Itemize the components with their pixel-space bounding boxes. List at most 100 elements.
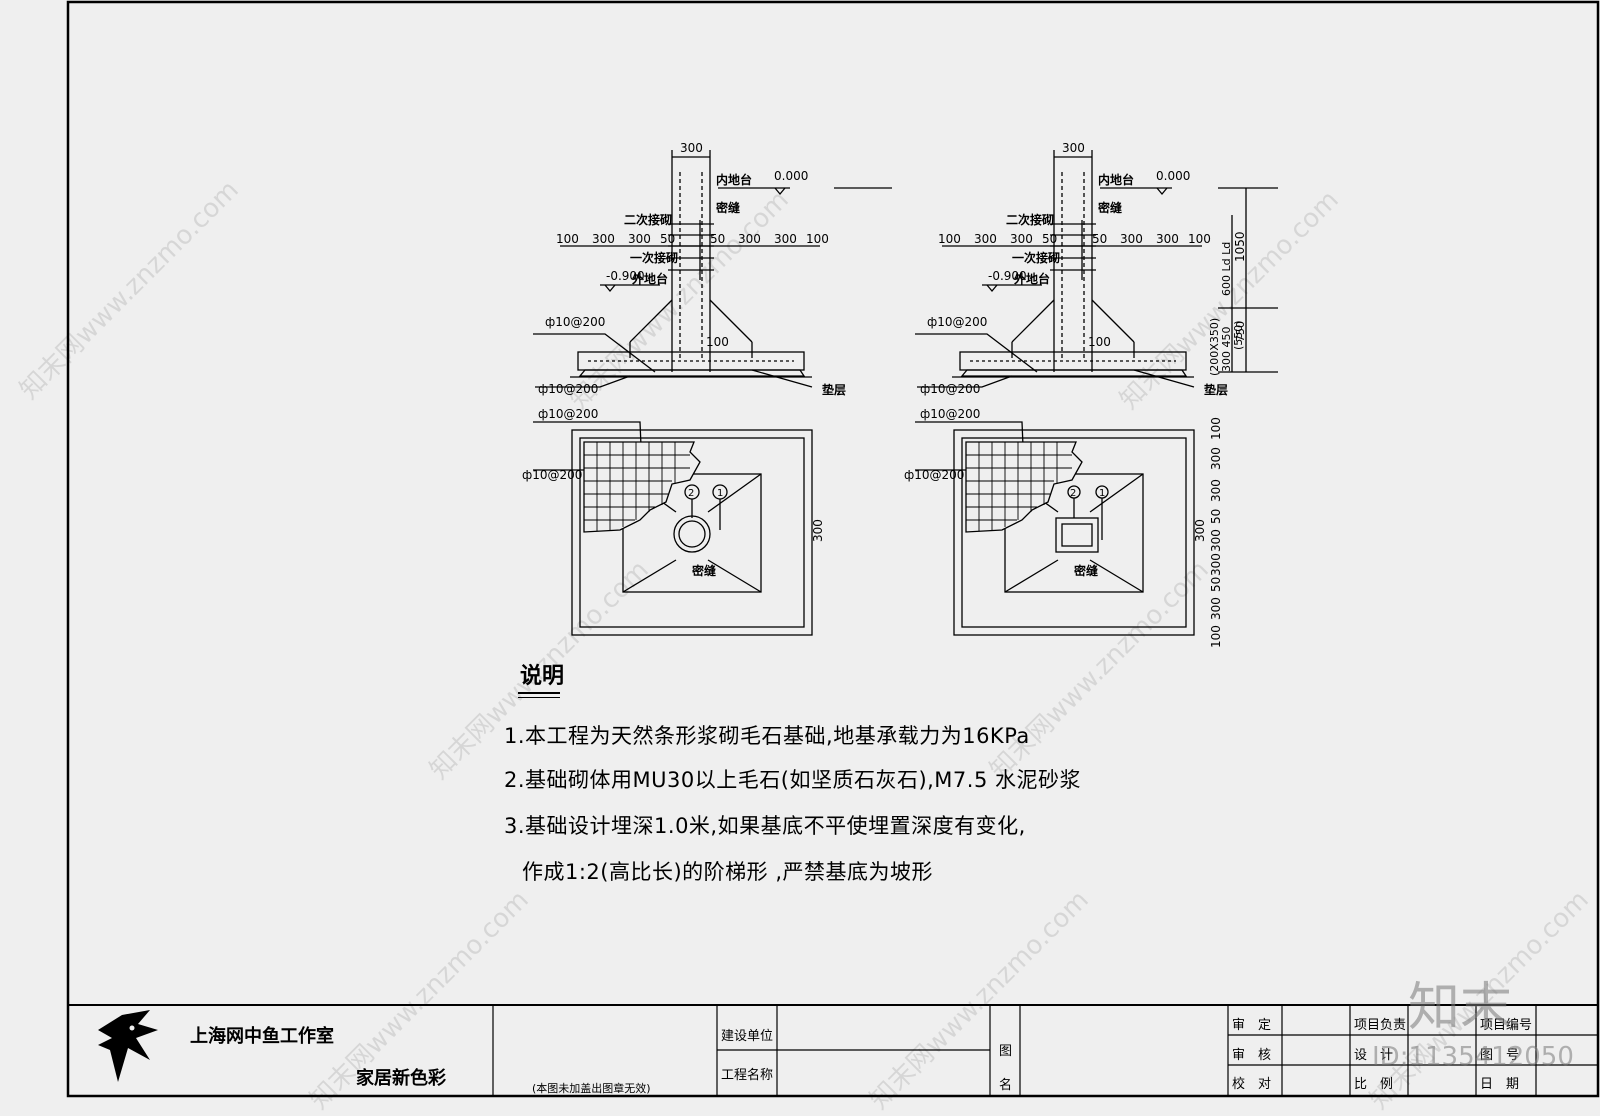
title-block-grid	[492, 1005, 1598, 1096]
notes-title-underline-2	[518, 697, 560, 698]
outer-frame	[66, 0, 1600, 1098]
right-plan-detail	[953, 429, 1195, 636]
right-dim-6: 300	[1156, 232, 1179, 246]
project-brand: 家居新色彩	[356, 1068, 446, 1089]
left-dim-1: 300	[592, 232, 615, 246]
left-dim-7: 100	[806, 232, 829, 246]
left-rebar-d: ф10@200	[522, 468, 582, 482]
approve-label: 审 定	[1232, 1018, 1272, 1033]
left-detail-labels: 300 内地台 0.000 密缝 二次接砌 一次接砌 外地台 -0.900 10…	[522, 141, 846, 578]
left-dim-3: 50	[660, 232, 675, 246]
right-inner-floor: 内地台	[1098, 172, 1134, 187]
right-plan-vdim-3: 50	[1209, 509, 1223, 524]
right-marker-1: 1	[1099, 488, 1105, 499]
left-first-joint: 一次接砌	[630, 250, 678, 265]
check-label: 校 对	[1232, 1077, 1272, 1092]
client-label: 建设单位	[721, 1029, 774, 1044]
left-marker-1: 1	[717, 488, 723, 499]
right-plan-vdim-8: 100	[1209, 625, 1223, 648]
scale-label: 比 例	[1354, 1077, 1394, 1092]
left-rebar-c: ф10@200	[538, 407, 598, 421]
right-plan-vdim-7: 300	[1209, 597, 1223, 620]
right-dim-2: 300	[1010, 232, 1033, 246]
left-rebar-b: ф10@200	[538, 382, 598, 396]
left-cushion: 垫层	[822, 382, 846, 397]
right-elev-bottom: -0.900	[988, 269, 1027, 283]
right-vdim-1050: 1050	[1233, 231, 1247, 262]
right-dim-5: 300	[1120, 232, 1143, 246]
drawing-no-label: 图 号	[1480, 1048, 1520, 1063]
left-plan-dim-300: 300	[811, 519, 825, 542]
left-plan-detail	[571, 429, 813, 636]
right-first-joint: 一次接砌	[1012, 250, 1060, 265]
right-dim-7: 100	[1188, 232, 1211, 246]
right-vdim-750: 750	[1234, 321, 1247, 342]
left-elev-top: 0.000	[774, 169, 808, 183]
right-elev-top: 0.000	[1156, 169, 1190, 183]
project-lead-label: 项目负责	[1354, 1018, 1407, 1033]
fish-logo-icon	[98, 1010, 158, 1082]
design-label: 设 计	[1354, 1048, 1394, 1063]
studio-name: 上海网中鱼工作室	[190, 1026, 334, 1047]
right-plan-dim-300: 300	[1193, 519, 1207, 542]
right-plan-vdim-1: 300	[1209, 447, 1223, 470]
note-line-2: 2.基础砌体用MU30以上毛石(如坚质石灰石),M7.5 水泥砂浆	[504, 768, 1081, 792]
right-plan-seal: 密缝	[1074, 563, 1098, 578]
left-seal: 密缝	[716, 200, 740, 215]
left-dim-4: 50	[710, 232, 725, 246]
right-rebar-a: ф10@200	[927, 315, 987, 329]
left-marker-2: 2	[688, 488, 694, 499]
right-dim-4: 50	[1092, 232, 1107, 246]
left-plan-seal: 密缝	[692, 563, 716, 578]
drawing-name-label-1: 图	[999, 1044, 1013, 1059]
left-section-detail	[533, 150, 892, 479]
right-cushion: 垫层	[1204, 382, 1228, 397]
right-detail-labels: 300 内地台 0.000 密缝 二次接砌 一次接砌 外地台 -0.900 10…	[904, 141, 1247, 648]
date-label: 日 期	[1480, 1077, 1520, 1092]
left-dim-6: 300	[774, 232, 797, 246]
notes-title: 说明	[520, 664, 565, 689]
left-dim-300: 300	[680, 141, 703, 155]
review-label: 审 核	[1232, 1048, 1272, 1063]
right-seal: 密缝	[1098, 200, 1122, 215]
left-second-joint: 二次接砌	[624, 212, 672, 227]
right-rebar-c: ф10@200	[920, 407, 980, 421]
right-vdim-300-450: 300 450	[1220, 327, 1233, 373]
left-dim-2: 300	[628, 232, 651, 246]
right-dim-3: 50	[1042, 232, 1057, 246]
right-dim-300: 300	[1062, 141, 1085, 155]
left-dim-0: 100	[556, 232, 579, 246]
project-no-label: 项目编号	[1480, 1018, 1533, 1033]
note-line-1: 1.本工程为天然条形浆砌毛石基础,地基承载力为16KPa	[504, 724, 1030, 748]
left-dim-100: 100	[706, 335, 729, 349]
right-section-detail	[915, 150, 1278, 479]
right-plan-vdim-4: 300	[1209, 529, 1223, 552]
right-dim-100: 100	[1088, 335, 1111, 349]
drawing-name-label-2: 名	[999, 1078, 1013, 1093]
left-rebar-a: ф10@200	[545, 315, 605, 329]
corner-logo-watermark: 知末	[1408, 978, 1513, 1038]
right-dim-1: 300	[974, 232, 997, 246]
right-plan-vdim-2: 300	[1209, 479, 1223, 502]
right-second-joint: 二次接砌	[1006, 212, 1054, 227]
note-line-4: 作成1:2(高比长)的阶梯形 ,严禁基底为坡形	[522, 860, 934, 884]
right-rebar-d: ф10@200	[904, 468, 964, 482]
right-vdim-ld: 600 Ld Ld	[1220, 242, 1233, 296]
stamp-note: (本图未加盖出图章无效)	[532, 1082, 651, 1095]
left-inner-floor: 内地台	[716, 172, 752, 187]
right-plan-vdim-5: 300	[1209, 553, 1223, 576]
right-plan-vdim-6: 50	[1209, 577, 1223, 592]
right-dim-0: 100	[938, 232, 961, 246]
right-marker-2: 2	[1070, 488, 1076, 499]
project-name-label: 工程名称	[721, 1068, 774, 1083]
right-plan-vdim-0: 100	[1209, 417, 1223, 440]
left-dim-5: 300	[738, 232, 761, 246]
notes-title-underline	[518, 692, 560, 694]
left-outer-floor: 外地台	[632, 271, 668, 286]
right-vdim-200x350: (200X350)	[1208, 318, 1221, 376]
corner-id-watermark: ID:1135412050	[1372, 1042, 1574, 1072]
left-elev-bottom: -0.900	[606, 269, 645, 283]
right-rebar-b: ф10@200	[920, 382, 980, 396]
right-vdim-550: (550)	[1232, 320, 1245, 350]
